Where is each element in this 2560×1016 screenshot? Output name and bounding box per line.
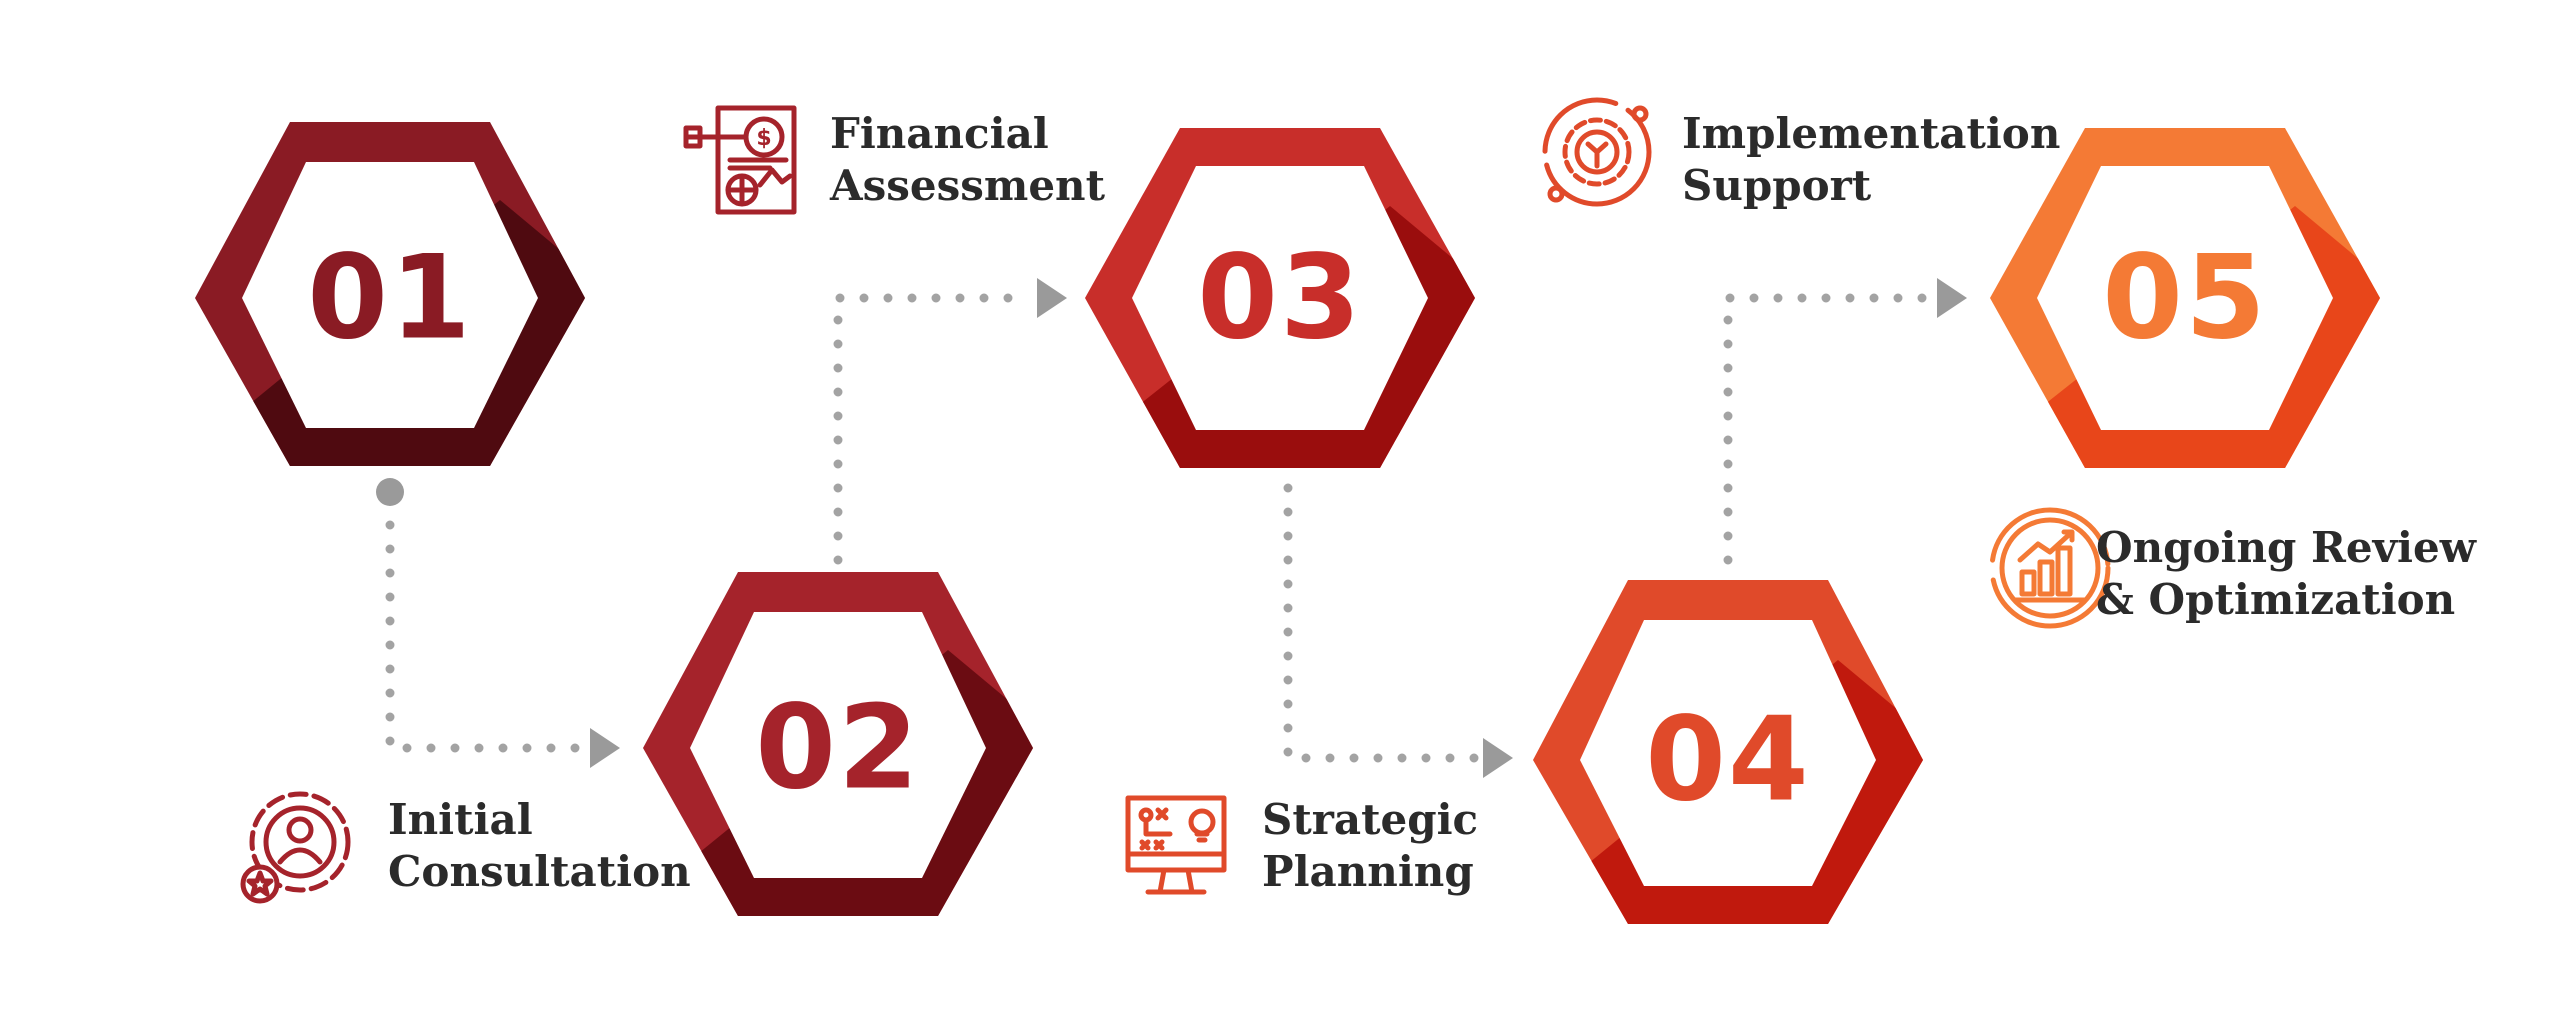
step-01-label-line2: Consultation bbox=[388, 847, 691, 896]
step-03-label: Strategic Planning bbox=[1262, 795, 1493, 896]
connector-02-03-arrow bbox=[1037, 278, 1067, 318]
step-05-number: 05 bbox=[2102, 231, 2267, 366]
step-02-label-line2: Assessment bbox=[829, 161, 1106, 210]
step-03-hexagon: 03 bbox=[1085, 128, 1475, 468]
connector-04-05-arrow bbox=[1937, 278, 1967, 318]
connector-02-03 bbox=[833, 293, 1037, 565]
connector-03-04 bbox=[1283, 483, 1483, 763]
strategy-monitor-icon bbox=[1125, 795, 1227, 895]
step-03-number: 03 bbox=[1197, 231, 1362, 366]
wrench-gear-icon bbox=[1542, 97, 1652, 207]
step-04-label: Implementation Support bbox=[1682, 109, 2075, 210]
step-01-hexagon: 01 bbox=[195, 122, 585, 466]
step-04-label-line2: Support bbox=[1682, 161, 1872, 210]
svg-text:$: $ bbox=[756, 126, 771, 151]
connectors bbox=[376, 278, 1967, 778]
growth-chart-cycle-icon bbox=[1989, 507, 2111, 629]
step-05-hexagon: 05 bbox=[1990, 128, 2380, 468]
step-05-label: Ongoing Review & Optimization bbox=[2096, 523, 2490, 624]
step-05-label-line1: Ongoing Review bbox=[2096, 523, 2477, 572]
connector-04-05 bbox=[1723, 293, 1937, 565]
step-03-label-line1: Strategic bbox=[1262, 795, 1478, 844]
step-01-label: Initial Consultation bbox=[388, 795, 691, 896]
connector-01-02-arrow bbox=[590, 728, 620, 768]
step-04-hexagon: 04 bbox=[1533, 580, 1923, 924]
step-01-number: 01 bbox=[307, 231, 472, 366]
financial-report-icon: $ bbox=[683, 105, 797, 215]
step-02-label-line1: Financial bbox=[830, 109, 1049, 158]
connector-03-04-arrow bbox=[1483, 738, 1513, 778]
step-01-label-line1: Initial bbox=[388, 795, 533, 844]
step-02-number: 02 bbox=[755, 681, 920, 816]
step-03-label-line2: Planning bbox=[1262, 847, 1474, 896]
step-02-label: Financial Assessment bbox=[829, 109, 1106, 210]
step-05-label-line2: & Optimization bbox=[2096, 575, 2455, 624]
consultant-gear-icon bbox=[240, 791, 351, 904]
step-04-number: 04 bbox=[1645, 693, 1810, 828]
step-04-label-line1: Implementation bbox=[1682, 109, 2060, 158]
connector-01-02 bbox=[385, 520, 590, 753]
connector-start-dot bbox=[376, 478, 404, 506]
step-02-hexagon: 02 bbox=[643, 572, 1033, 916]
